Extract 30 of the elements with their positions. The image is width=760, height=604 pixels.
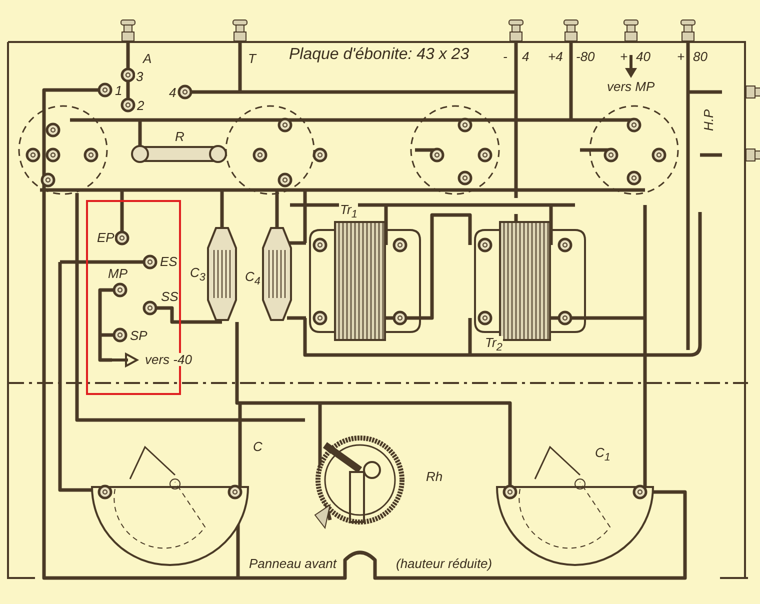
component-label: Rh — [425, 470, 444, 483]
terminal-label: EP — [96, 231, 116, 244]
component-label: Tr$_{1}$ — [339, 203, 358, 220]
terminal-label: ES — [159, 255, 178, 268]
terminal-label: T — [247, 52, 257, 65]
panel-caption: (hauteur réduite) — [395, 557, 494, 570]
terminal-label: A — [142, 52, 153, 65]
terminal-label: 3 — [135, 70, 144, 83]
terminal-label: SS — [160, 290, 180, 303]
terminal-label: H.P — [702, 108, 715, 132]
note-text: vers -40 — [144, 353, 193, 366]
polarity-label: 4 — [521, 50, 530, 63]
polarity-label: -80 — [575, 50, 596, 63]
component-label: Tr$_{2}$ — [484, 336, 504, 354]
polarity-label: 80 — [692, 50, 708, 63]
component-label: C — [252, 440, 264, 453]
component-label: C$_{3}$ — [189, 266, 206, 284]
component-label: C$_{4}$ — [244, 270, 262, 288]
board-caption: Plaque d'ébonite: 43 x 23 — [288, 47, 470, 63]
terminal-label: 4 — [168, 86, 178, 99]
component-label: R — [174, 130, 186, 143]
terminal-label: MP — [107, 267, 128, 280]
panel-caption: Panneau avant — [248, 557, 338, 570]
polarity-label: +4 — [547, 50, 564, 63]
terminal-label: SP — [129, 329, 148, 342]
polarity-label: 40 — [635, 50, 652, 63]
terminal-label: 2 — [136, 99, 146, 112]
component-label: C$_{1}$ — [594, 446, 612, 464]
terminal-label: 1 — [114, 84, 124, 97]
note-text: vers MP — [606, 80, 656, 93]
